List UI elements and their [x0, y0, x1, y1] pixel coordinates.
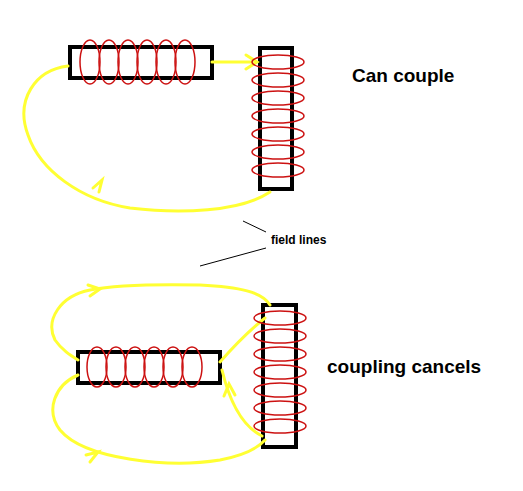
- coil-turn: [252, 55, 304, 69]
- coil-turn: [252, 73, 304, 87]
- field-arrowhead: [224, 384, 235, 396]
- coil-turn: [254, 419, 306, 433]
- coil-turn: [182, 347, 202, 387]
- coil-turn: [144, 347, 164, 387]
- core-bar: [263, 305, 296, 447]
- core-bar: [78, 352, 220, 383]
- field-line: [24, 66, 270, 211]
- coil-turn: [125, 347, 145, 387]
- coil-turn: [252, 163, 304, 177]
- coil-turn: [254, 311, 306, 325]
- coil-turn: [252, 91, 304, 105]
- core-bar: [70, 47, 212, 78]
- coil-turn: [80, 40, 100, 84]
- leader-line: [243, 221, 266, 232]
- field-arrowhead: [88, 285, 100, 296]
- text-label: field lines: [271, 234, 326, 246]
- coil-turn: [254, 347, 306, 361]
- coil-turn: [99, 40, 119, 84]
- coil-turn: [254, 365, 306, 379]
- coil-turn: [175, 40, 195, 84]
- field-line: [52, 285, 270, 360]
- coil-turn: [118, 40, 138, 84]
- coil-turn: [156, 40, 176, 84]
- coil-turn: [163, 347, 183, 387]
- text-label: coupling cancels: [327, 357, 481, 376]
- field-line: [222, 370, 262, 436]
- coil-turn: [252, 127, 304, 141]
- coil-turn: [252, 145, 304, 159]
- field-line: [212, 61, 252, 64]
- coil-turn: [254, 329, 306, 343]
- text-label: Can couple: [352, 66, 454, 85]
- coil-turn: [254, 401, 306, 415]
- coil-turn: [87, 347, 107, 387]
- coil-turn: [106, 347, 126, 387]
- field-arrowhead: [86, 452, 98, 462]
- coil-turn: [137, 40, 157, 84]
- field-arrowhead: [93, 180, 102, 192]
- coil-turn: [252, 109, 304, 123]
- field-line: [53, 375, 265, 463]
- leader-line: [200, 248, 266, 266]
- coil-turn: [254, 383, 306, 397]
